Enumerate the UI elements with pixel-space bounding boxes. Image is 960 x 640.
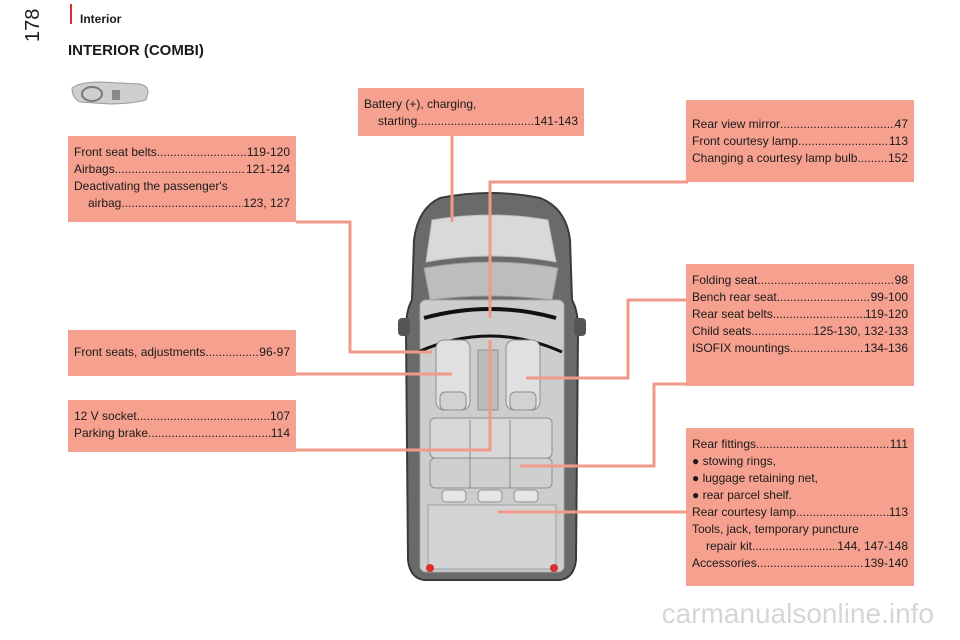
rear-view-mirror-label: Rear view mirror [692,117,781,131]
seats-line-4: Child seats 125-130, 132-133 [692,323,908,340]
battery-line-2: starting 141-143 [364,113,578,130]
rear-callout: Rear fittings 111 ● stowing rings, ● lugg… [686,428,914,586]
courtesy-bulb-label: Changing a courtesy lamp bulb [692,151,858,165]
socket-page: 107 [269,409,290,423]
socket-label: 12 V socket [74,409,137,423]
battery-starting-page: 141-143 [533,114,578,128]
socket-line-1: 12 V socket 107 [74,408,290,425]
rear-line-1: Rear fittings 111 [692,436,908,453]
belts-line-4: airbag 123, 127 [74,195,290,212]
rear-line-6: Tools, jack, temporary puncture [692,522,859,536]
section-rule [70,4,72,24]
mirror-callout: Rear view mirror 47 Front courtesy lamp 11… [686,100,914,182]
belts-line-1: Front seat belts 119-120 [74,144,290,161]
seats-callout: Folding seat 98 Bench rear seat 99-100 Rea… [686,264,914,386]
steering-wheel-dashboard-icon [71,81,149,105]
rear-line-5: Rear courtesy lamp 113 [692,504,908,521]
folding-seat-page: 98 [894,273,908,287]
airbags-page: 121-124 [245,162,290,176]
leader-lines [296,136,688,514]
rear-view-mirror-page: 47 [894,117,908,131]
bench-rear-seat-page: 99-100 [870,290,908,304]
child-seats-page: 125-130, 132-133 [813,324,908,338]
airbag-deactivate-page: 123, 127 [243,196,290,210]
folding-seat-label: Folding seat [692,273,758,287]
front-seat-belts-label: Front seat belts [74,145,157,159]
front-seats-callout: Front seats, adjustments 96-97 [68,330,296,376]
rear-line-4: ● rear parcel shelf. [692,488,792,502]
rear-line-8: Accessories 139-140 [692,555,908,572]
rear-line-7: repair kit 144, 147-148 [692,538,908,555]
rear-fittings-page: 111 [889,437,908,451]
rear-line-2: ● stowing rings, [692,454,776,468]
rear-seat-belts-label: Rear seat belts [692,307,773,321]
rear-line-3: ● luggage retaining net, [692,471,819,485]
belts-line-3: Deactivating the passenger's [74,179,228,193]
belts-callout: Front seat belts 119-120 Airbags 121-124 D… [68,136,296,222]
seats-line-5: ISOFIX mountings 134-136 [692,340,908,357]
rear-seat-belts-page: 119-120 [864,307,908,321]
courtesy-bulb-page: 152 [887,151,908,165]
front-seats-label: Front seats, adjustments [74,345,206,359]
socket-callout: 12 V socket 107 Parking brake 114 [68,400,296,452]
airbag-deactivate-label: airbag [88,196,122,210]
isofix-label: ISOFIX mountings [692,341,791,355]
socket-line-2: Parking brake 114 [74,425,290,442]
battery-starting-label: starting [378,114,418,128]
airbags-label: Airbags [74,162,115,176]
battery-line-1: Battery (+), charging, [364,97,477,111]
accessories-label: Accessories [692,556,757,570]
front-courtesy-lamp-page: 113 [888,134,908,148]
seats-line-2: Bench rear seat 99-100 [692,289,908,306]
rear-courtesy-lamp-page: 113 [888,505,908,519]
isofix-page: 134-136 [863,341,908,355]
mirror-line-2: Front courtesy lamp 113 [692,133,908,150]
repair-kit-label: repair kit [706,539,753,553]
front-seats-line-1: Front seats, adjustments 96-97 [74,344,290,361]
parking-brake-page: 114 [270,426,290,440]
mirror-line-3: Changing a courtesy lamp bulb 152 [692,150,908,167]
section-title: Interior [80,12,122,26]
bench-rear-seat-label: Bench rear seat [692,290,777,304]
rear-fittings-label: Rear fittings [692,437,757,451]
rear-courtesy-lamp-label: Rear courtesy lamp [692,505,797,519]
battery-callout: Battery (+), charging, starting 141-143 [358,88,584,136]
child-seats-label: Child seats [692,324,752,338]
repair-kit-page: 144, 147-148 [837,539,908,553]
front-seat-belts-page: 119-120 [246,145,290,159]
mirror-line-1: Rear view mirror 47 [692,116,908,133]
accessories-page: 139-140 [863,556,908,570]
front-seats-page: 96-97 [259,345,290,359]
parking-brake-label: Parking brake [74,426,149,440]
van-top-view [398,192,586,581]
watermark: carmanualsonline.info [661,598,934,629]
page-title: INTERIOR (COMBI) [68,42,204,59]
belts-line-2: Airbags 121-124 [74,161,290,178]
seats-line-1: Folding seat 98 [692,272,908,289]
seats-line-3: Rear seat belts 119-120 [692,306,908,323]
front-courtesy-lamp-label: Front courtesy lamp [692,134,799,148]
